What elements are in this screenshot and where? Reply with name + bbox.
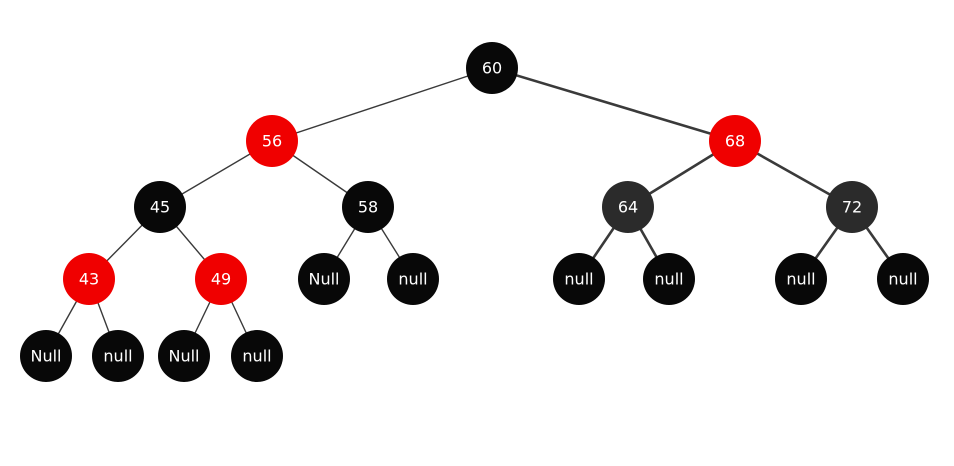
tree-node-l72a: null [775,253,827,305]
node-circle [195,253,247,305]
node-circle [20,330,72,382]
node-label: null [888,270,917,289]
tree-node-n58: 58 [342,181,394,233]
tree-node-l72b: null [877,253,929,305]
tree-node-n60: 60 [466,42,518,94]
tree-node-n49: 49 [195,253,247,305]
node-label: 60 [482,59,502,78]
node-circle [134,181,186,233]
node-label: 64 [618,198,638,217]
node-circle [92,330,144,382]
tree-node-n56: 56 [246,115,298,167]
node-circle [877,253,929,305]
node-label: Null [31,347,62,366]
node-circle [342,181,394,233]
node-label: 72 [842,198,862,217]
node-circle [643,253,695,305]
node-label: 68 [725,132,745,151]
node-label: null [103,347,132,366]
node-label: null [564,270,593,289]
node-label: 49 [211,270,231,289]
node-circle [231,330,283,382]
node-circle [466,42,518,94]
node-label: null [398,270,427,289]
node-circle [775,253,827,305]
node-label: Null [309,270,340,289]
tree-node-l49a: Null [158,330,210,382]
node-label: null [786,270,815,289]
node-circle [553,253,605,305]
node-label: null [242,347,271,366]
tree-node-l43a: Null [20,330,72,382]
tree-node-l43b: null [92,330,144,382]
tree-node-l49b: null [231,330,283,382]
node-circle [298,253,350,305]
edge-n60-n56 [271,67,493,142]
tree-node-l64a: null [553,253,605,305]
node-label: null [654,270,683,289]
node-circle [826,181,878,233]
node-circle [709,115,761,167]
node-label: 56 [262,132,282,151]
node-circle [63,253,115,305]
tree-node-l58b: null [387,253,439,305]
tree-node-l64b: null [643,253,695,305]
node-label: 58 [358,198,378,217]
node-label: Null [169,347,200,366]
edge-n60-n68 [490,66,737,143]
node-label: 45 [150,198,170,217]
node-circle [246,115,298,167]
node-label: 43 [79,270,99,289]
node-circle [387,253,439,305]
node-circle [602,181,654,233]
tree-node-n45: 45 [134,181,186,233]
tree-node-n64: 64 [602,181,654,233]
tree-node-n72: 72 [826,181,878,233]
tree-node-n68: 68 [709,115,761,167]
tree-node-l58a: Null [298,253,350,305]
tree-node-n43: 43 [63,253,115,305]
node-circle [158,330,210,382]
